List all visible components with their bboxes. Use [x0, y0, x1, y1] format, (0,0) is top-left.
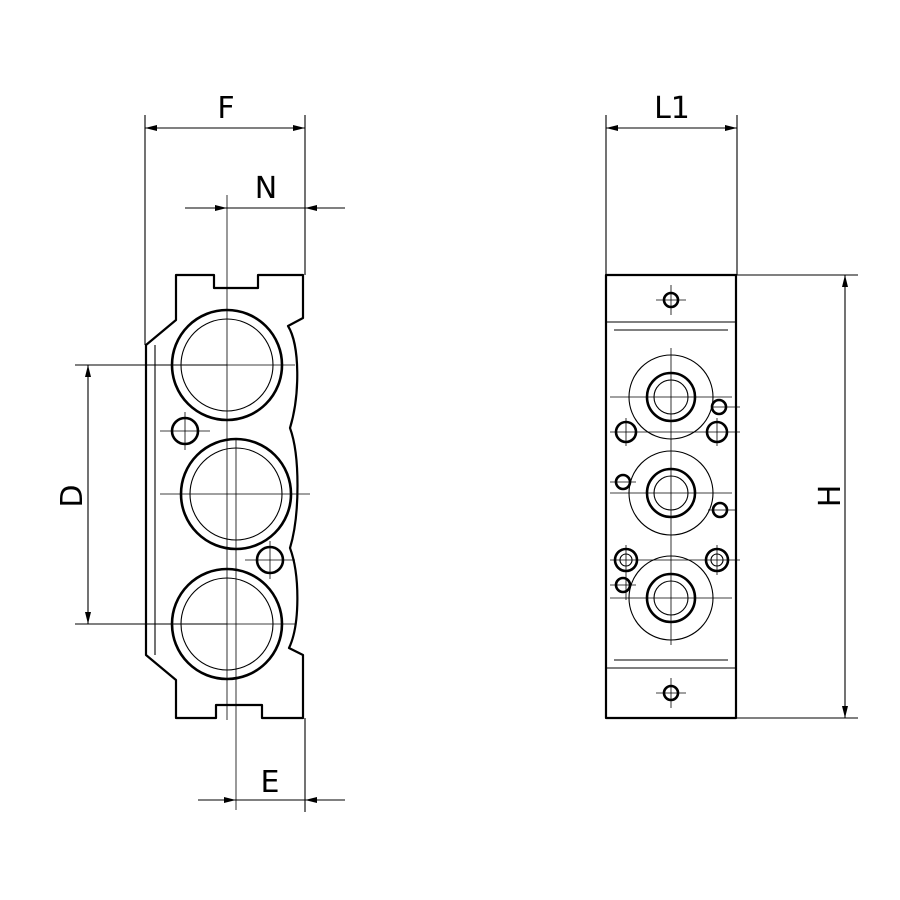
dimension-e: E	[198, 718, 345, 812]
front-view-body	[604, 273, 738, 720]
dimension-d: D	[55, 364, 227, 625]
label-f: F	[217, 91, 234, 126]
front-view: L1 H	[604, 91, 858, 720]
side-view-body-outline	[144, 273, 305, 720]
label-d: D	[55, 484, 90, 507]
label-e: E	[261, 765, 280, 800]
dimension-f: F	[144, 91, 306, 345]
dimension-n: N	[185, 171, 345, 211]
label-h: H	[813, 485, 848, 508]
front-view-centerlines	[610, 348, 740, 645]
label-l1: L1	[654, 91, 690, 126]
side-view: F N D E	[55, 91, 345, 812]
label-n: N	[255, 171, 277, 206]
front-mounting-hole-bottom	[656, 678, 686, 708]
dimension-h: H	[736, 274, 858, 719]
front-mounting-hole-top	[656, 285, 686, 315]
dimension-l1: L1	[605, 91, 738, 275]
